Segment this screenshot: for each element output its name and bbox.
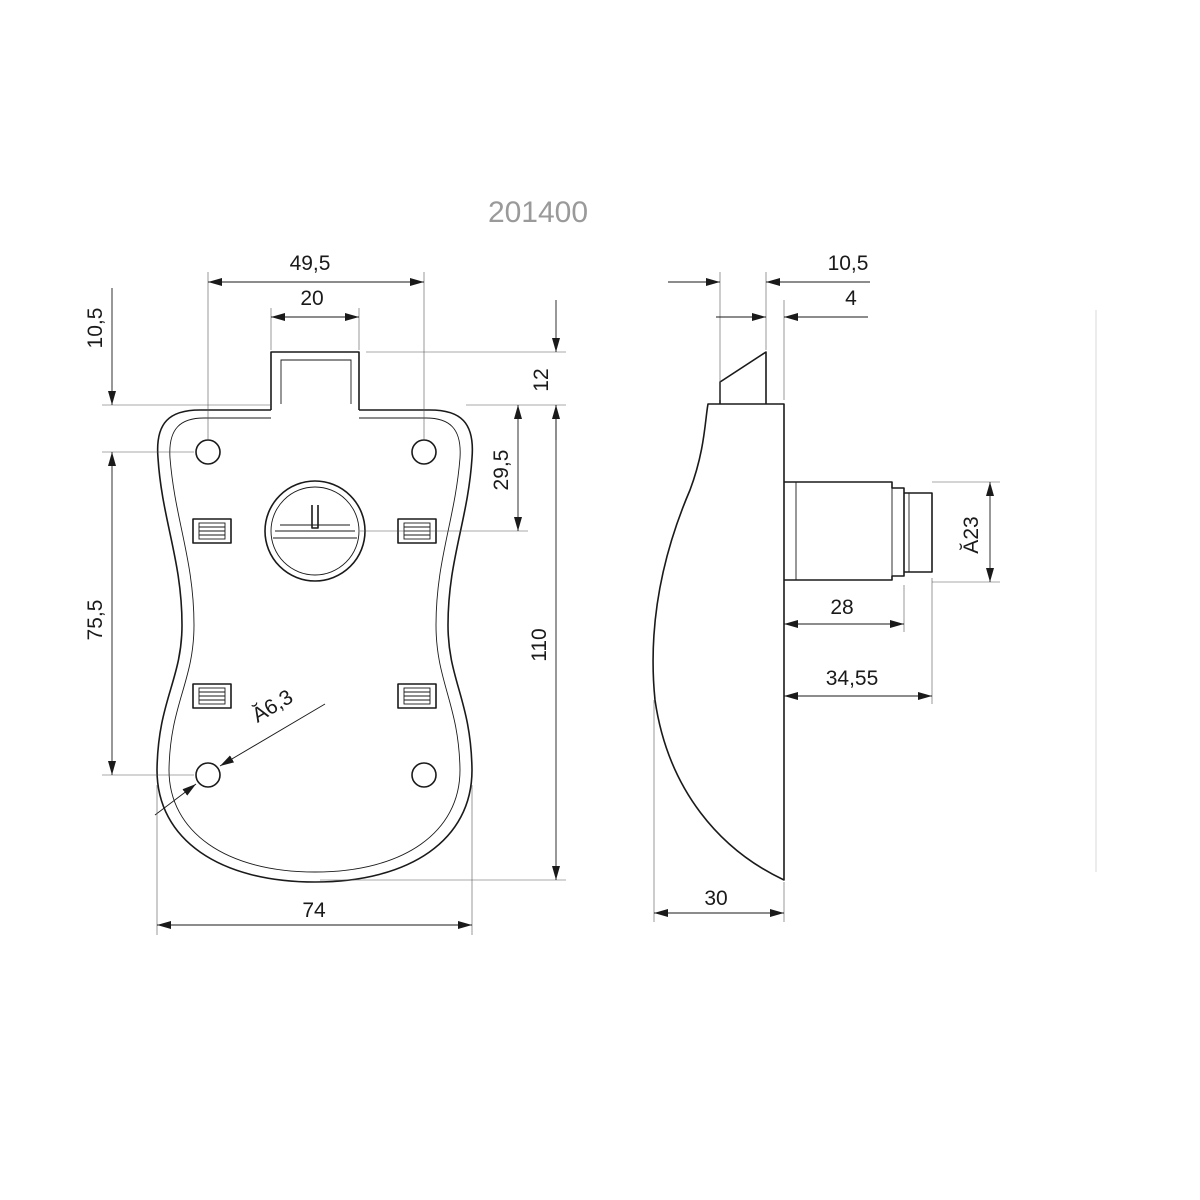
- hole-bottom-right: [411, 762, 437, 788]
- side-view-dimensions: 10,5 4 Ă23 28 34,55 30: [653, 252, 1000, 922]
- dim-label-hole-diameter: Ă6,3: [248, 685, 297, 727]
- dim-label-depth-small: 4: [845, 287, 857, 310]
- dim-label-height-holes: 75,5: [84, 600, 107, 641]
- dim-label-width-tab: 20: [300, 287, 323, 310]
- side-body-outline: [652, 403, 785, 881]
- part-number-title: 201400: [488, 196, 588, 229]
- front-view: [156, 351, 474, 883]
- hole-bottom-left: [195, 762, 221, 788]
- dim-label-width-top: 49,5: [290, 252, 331, 275]
- slots: [192, 518, 437, 709]
- dim-label-depth-top: 10,5: [828, 252, 869, 275]
- dim-label-body-depth: 30: [704, 887, 727, 910]
- body-inner-outline: [168, 417, 461, 873]
- body-outline: [156, 409, 474, 883]
- hole-top-right: [411, 439, 437, 465]
- side-view: [652, 310, 1097, 881]
- slot-upper-left: [192, 518, 232, 544]
- dim-label-height-axis: 29,5: [490, 450, 513, 491]
- dim-label-cylinder-length: 28: [830, 596, 853, 619]
- front-view-dimensions: 49,5 20 10,5 75,5 12 29,5 110 Ă6,3: [84, 252, 566, 935]
- dim-label-cylinder-diameter: Ă23: [960, 516, 983, 553]
- top-tab: [270, 351, 360, 410]
- dim-label-height-total: 110: [528, 628, 551, 661]
- side-cylinder: [784, 481, 933, 581]
- side-hook: [719, 351, 767, 404]
- dim-label-width-total: 74: [302, 899, 326, 922]
- slot-lower-left: [192, 683, 232, 709]
- dim-label-total-length: 34,55: [826, 667, 879, 690]
- mounting-holes: [195, 439, 437, 788]
- lock-cylinder-face: [264, 480, 366, 582]
- hole-top-left: [195, 439, 221, 465]
- dim-leader-hole-bottom: [154, 783, 197, 816]
- slot-lower-right: [397, 683, 437, 709]
- dim-leader-hole-top: [219, 703, 326, 767]
- dim-label-height-tab: 10,5: [84, 308, 107, 349]
- dim-label-height-tab-right: 12: [530, 368, 553, 391]
